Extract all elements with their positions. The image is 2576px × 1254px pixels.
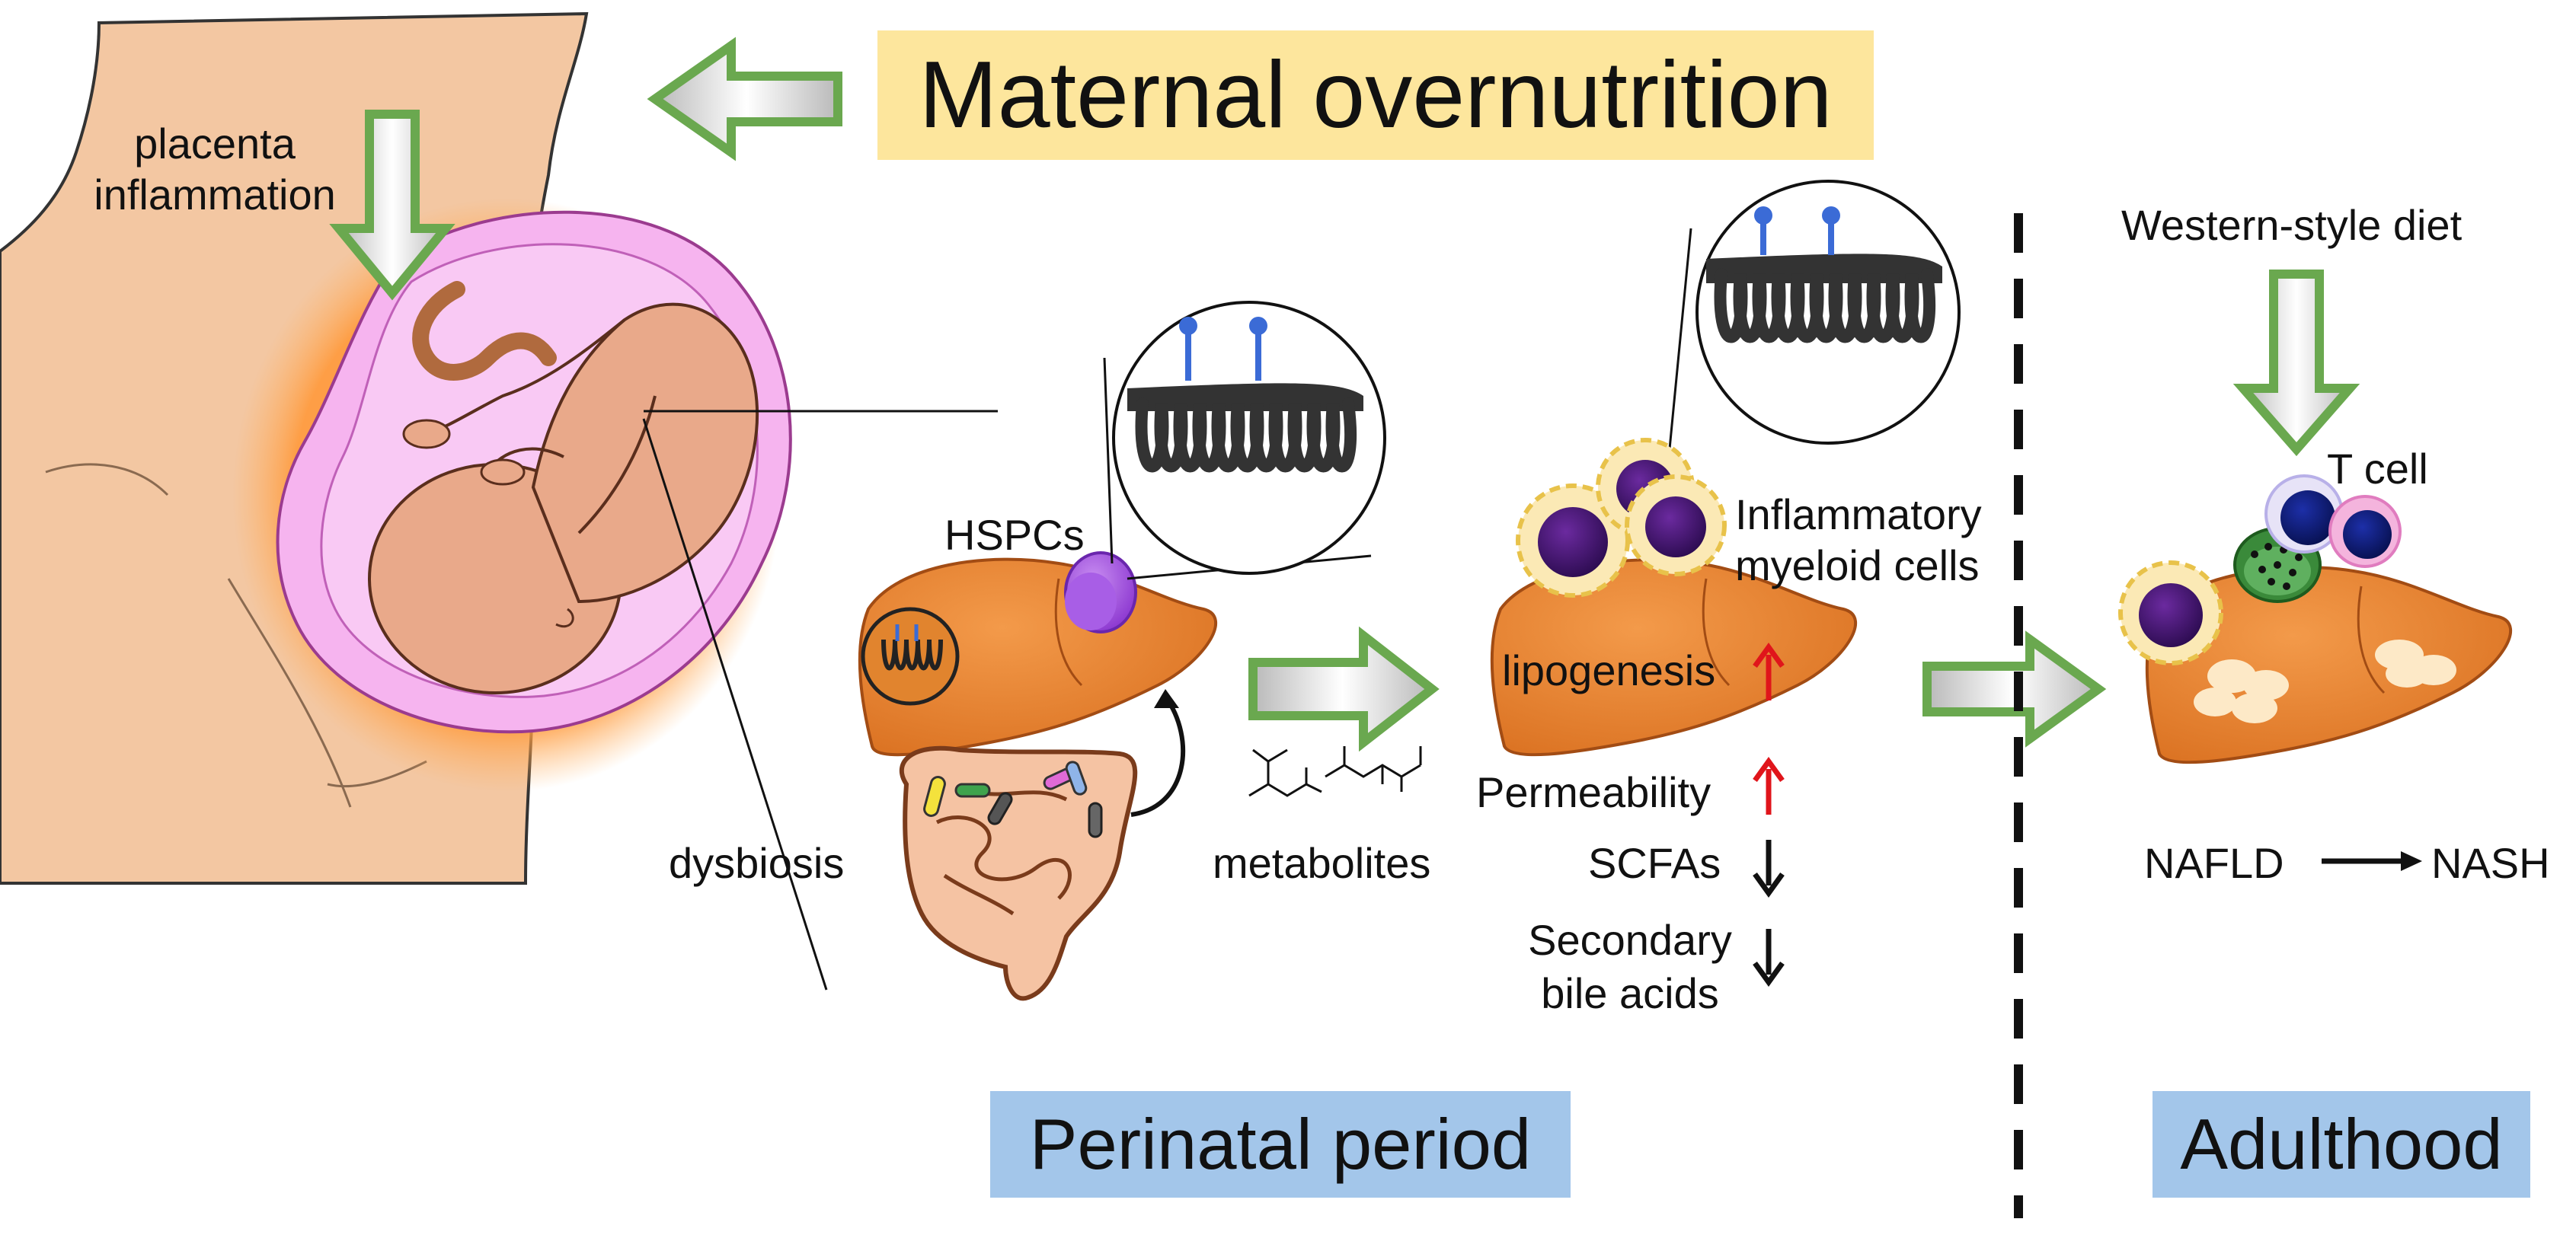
gut-icon — [900, 745, 1138, 1001]
hspc-cell-icon — [1064, 551, 1137, 633]
fetus — [368, 281, 759, 694]
dysbiosis-label: dysbiosis — [669, 839, 845, 887]
nafld-label: NAFLD — [2144, 839, 2284, 887]
adulthood-banner: Adulthood — [2153, 1091, 2530, 1198]
myeloid-cell-icon — [1625, 474, 1727, 576]
placenta-inflammation-text: placenta inflammation — [94, 120, 336, 219]
liver-icon — [858, 557, 1218, 757]
arrow-right-icon — [1922, 630, 2107, 748]
metabolite-structure-icon — [1248, 746, 1422, 797]
metabolites-label: metabolites — [1213, 839, 1431, 887]
t-cell-label: T cell — [2327, 445, 2428, 493]
inflammatory-myeloid-text: Inflammatory myeloid cells — [1735, 490, 1982, 590]
receptor-zoom-icon — [1667, 180, 1961, 465]
arrow-down-icon — [329, 110, 455, 301]
page-title: Maternal overnutrition — [919, 43, 1833, 148]
maternal-overnutrition-banner: Maternal overnutrition — [877, 30, 1874, 160]
nash-label: NASH — [2431, 839, 2550, 887]
secondary-bile-acids-text: Secondary bile acids — [1528, 916, 1732, 1017]
decrease-arrow-icon — [1753, 929, 1785, 987]
perinatal-period-banner: Perinatal period — [990, 1091, 1571, 1198]
decrease-arrow-icon — [1753, 840, 1785, 898]
t-cell-icon — [2264, 474, 2344, 554]
liver-icon — [2145, 566, 2513, 764]
lipogenesis-label: lipogenesis — [1502, 646, 1716, 694]
progression-arrow-icon — [2322, 851, 2422, 871]
adulthood-label: Adulthood — [2180, 1104, 2503, 1184]
permeability-label: Permeability — [1476, 768, 1711, 816]
arrow-right-icon — [1248, 626, 1440, 752]
myeloid-cell-icon — [2118, 560, 2223, 665]
myeloid-cell-icon — [1516, 483, 1630, 598]
hspcs-label: HSPCs — [944, 511, 1085, 559]
increase-arrow-icon — [1753, 643, 1785, 700]
increase-arrow-icon — [1753, 757, 1785, 815]
perinatal-period-label: Perinatal period — [1029, 1104, 1532, 1184]
arrow-down-icon — [2232, 270, 2360, 457]
scfas-label: SCFAs — [1588, 839, 1721, 887]
t-cell-icon — [2328, 495, 2402, 568]
secondary-bile-acids-label: Secondary bile acids — [1508, 914, 1752, 1020]
placenta-inflammation-label: placenta inflammation — [70, 118, 360, 220]
callout-line — [642, 418, 828, 991]
arrow-left-icon — [647, 37, 842, 161]
receptor-zoom-icon — [1103, 301, 1386, 580]
western-diet-label: Western-style diet — [2121, 201, 2463, 249]
curved-arrow-icon — [1130, 695, 1186, 817]
inflammatory-myeloid-label: Inflammatory myeloid cells — [1735, 489, 2009, 591]
arrowhead-icon — [1154, 689, 1179, 708]
